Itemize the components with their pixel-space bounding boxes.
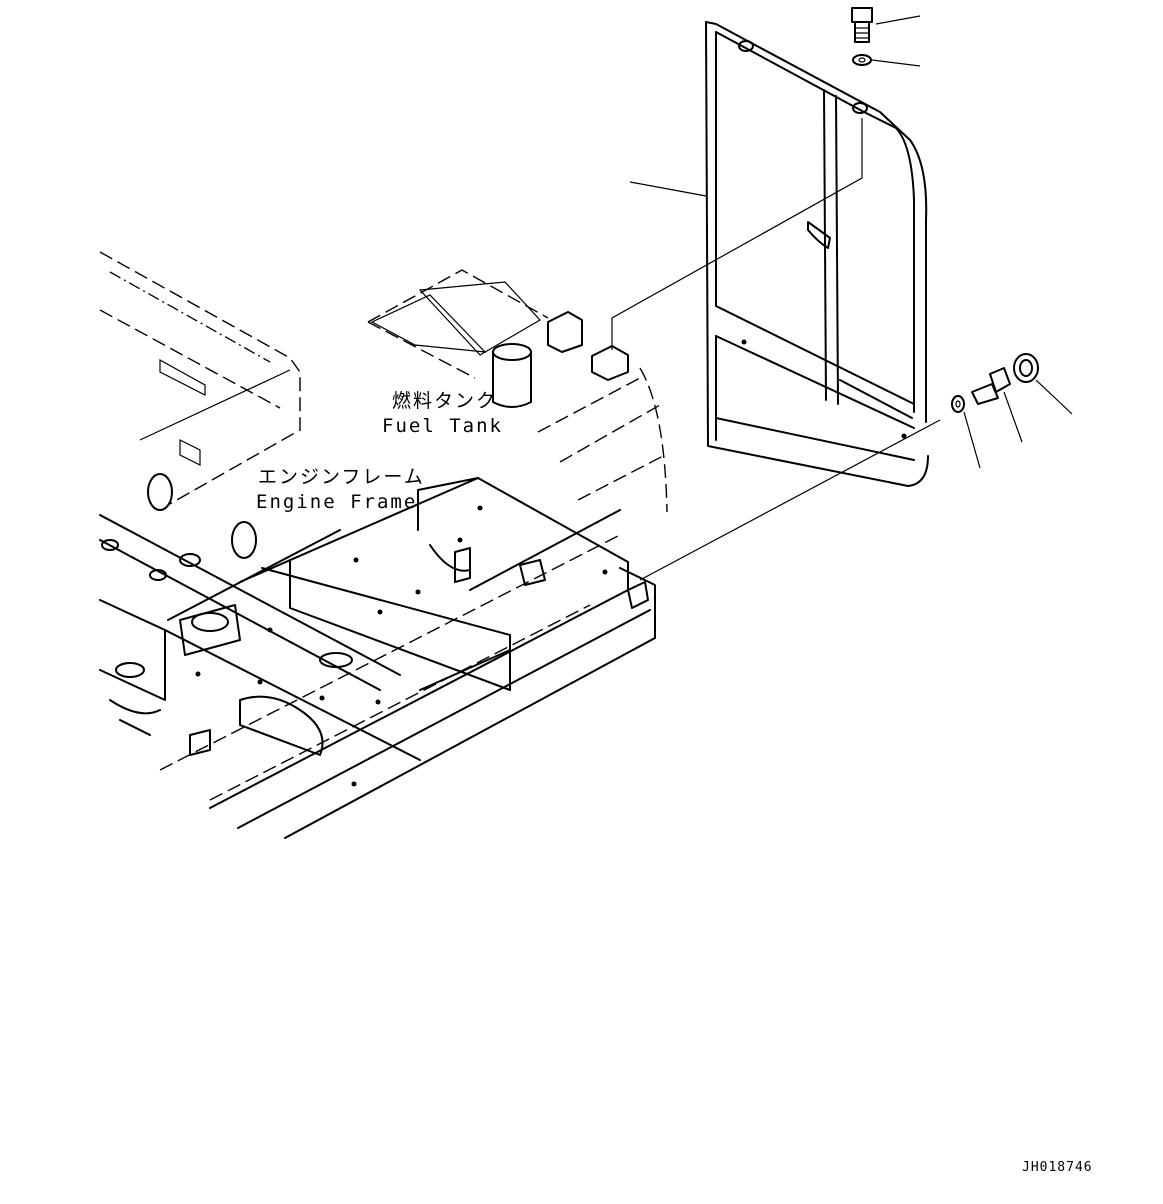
- leader-lines: [611, 15, 1073, 581]
- side-washer: [951, 395, 965, 413]
- engine-frame: [99, 473, 656, 839]
- engine-frame-label-jp: エンジンフレーム: [258, 466, 425, 488]
- fuel-tank-label-jp: 燃料タンク: [392, 390, 498, 412]
- top-washer: [852, 54, 872, 66]
- top-bolt: [851, 7, 873, 43]
- left-housing: [99, 251, 301, 506]
- cover-panel: [705, 21, 929, 487]
- side-nut: [1013, 353, 1039, 383]
- fuel-tank-label-en: Fuel Tank: [382, 415, 503, 437]
- engine-frame-label-en: Engine Frame: [256, 491, 418, 513]
- drawing-code: JH018746: [1022, 1160, 1093, 1175]
- side-bolt: [971, 367, 1011, 405]
